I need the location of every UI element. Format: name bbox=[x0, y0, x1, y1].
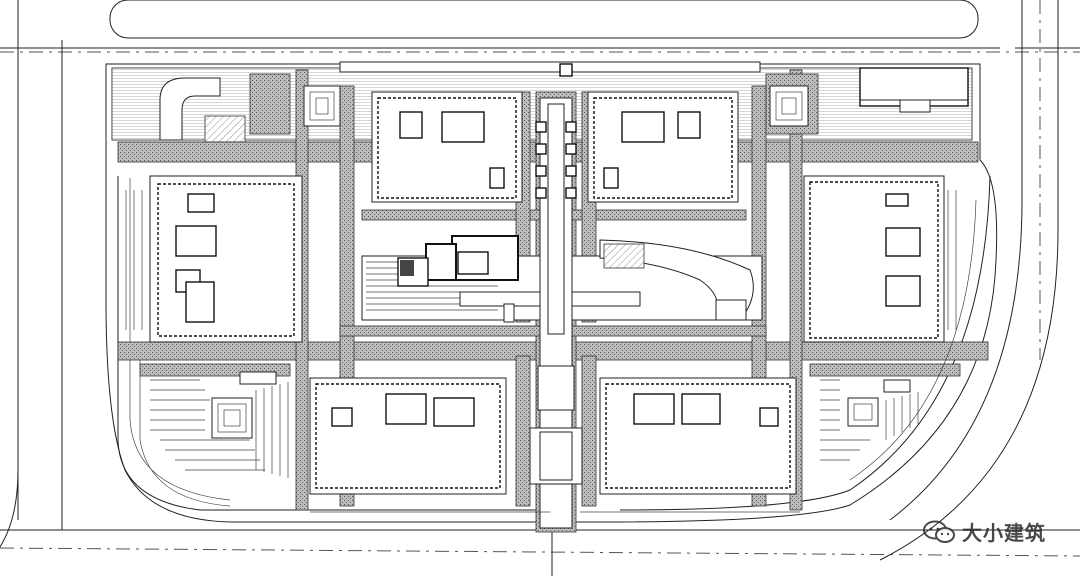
central-axis bbox=[529, 97, 583, 529]
site-boundary bbox=[105, 63, 998, 523]
residential-blocks bbox=[149, 91, 945, 495]
watermark-text: 大小建筑 bbox=[962, 521, 1046, 545]
square-planters bbox=[211, 85, 911, 439]
building-cores bbox=[175, 111, 921, 427]
landscape-stripes bbox=[125, 190, 957, 478]
wechat-icon bbox=[923, 520, 955, 543]
perimeter-walk bbox=[139, 199, 977, 513]
watermark: 大小建筑 bbox=[922, 517, 1046, 546]
